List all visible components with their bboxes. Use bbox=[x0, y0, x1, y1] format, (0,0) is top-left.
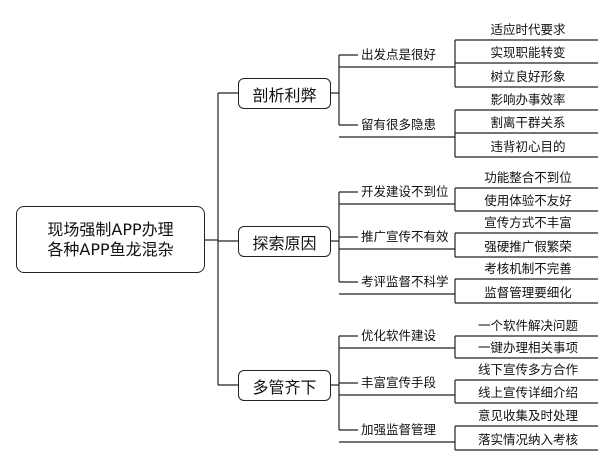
sub-branch-label: 出发点是很好 bbox=[361, 47, 437, 62]
leaf-label: 割离干群关系 bbox=[490, 115, 566, 130]
leaf-label: 线上宣传详细介绍 bbox=[477, 385, 578, 400]
leaf-label: 适应时代要求 bbox=[490, 22, 566, 37]
sub-branch-label: 加强监督管理 bbox=[361, 422, 437, 437]
leaf-label: 线下宣传多方合作 bbox=[477, 362, 578, 377]
sub-branch-label: 优化软件建设 bbox=[361, 328, 437, 343]
sub-branch-label: 丰富宣传手段 bbox=[361, 375, 437, 390]
leaf-label: 意见收集及时处理 bbox=[477, 408, 578, 423]
sub-branch-label: 考评监督不科学 bbox=[361, 274, 449, 289]
leaf-label: 宣传方式不丰富 bbox=[484, 215, 572, 230]
root-title-line-2: 各种APP鱼龙混杂 bbox=[47, 239, 174, 259]
leaf-label: 监督管理要细化 bbox=[484, 285, 572, 300]
leaf-label: 强硬推广假繁荣 bbox=[484, 239, 572, 254]
root-title-line-1: 现场强制APP办理 bbox=[47, 219, 174, 239]
leaf-label: 落实情况纳入考核 bbox=[477, 432, 578, 447]
leaf-label: 一个软件解决问题 bbox=[477, 318, 578, 333]
leaf-label: 违背初心目的 bbox=[490, 139, 566, 154]
leaf-label: 使用体验不友好 bbox=[484, 193, 572, 208]
root-node: 现场强制APP办理 各种APP鱼龙混杂 bbox=[16, 206, 205, 273]
sub-branch-label: 推广宣传不有效 bbox=[361, 229, 449, 244]
leaf-label: 功能整合不到位 bbox=[484, 170, 572, 185]
branch-3: 多管齐下 bbox=[238, 370, 331, 401]
leaf-label: 影响办事效率 bbox=[490, 92, 566, 107]
leaf-label: 考核机制不完善 bbox=[484, 261, 572, 276]
sub-branch-label: 开发建设不到位 bbox=[361, 184, 449, 199]
leaf-label: 实现职能转变 bbox=[490, 45, 566, 60]
branch-1: 剖析利弊 bbox=[238, 78, 331, 109]
sub-branch-label: 留有很多隐患 bbox=[361, 117, 437, 132]
leaf-label: 一键办理相关事项 bbox=[477, 340, 578, 355]
branch-2: 探索原因 bbox=[238, 226, 331, 257]
leaf-label: 树立良好形象 bbox=[490, 69, 566, 84]
